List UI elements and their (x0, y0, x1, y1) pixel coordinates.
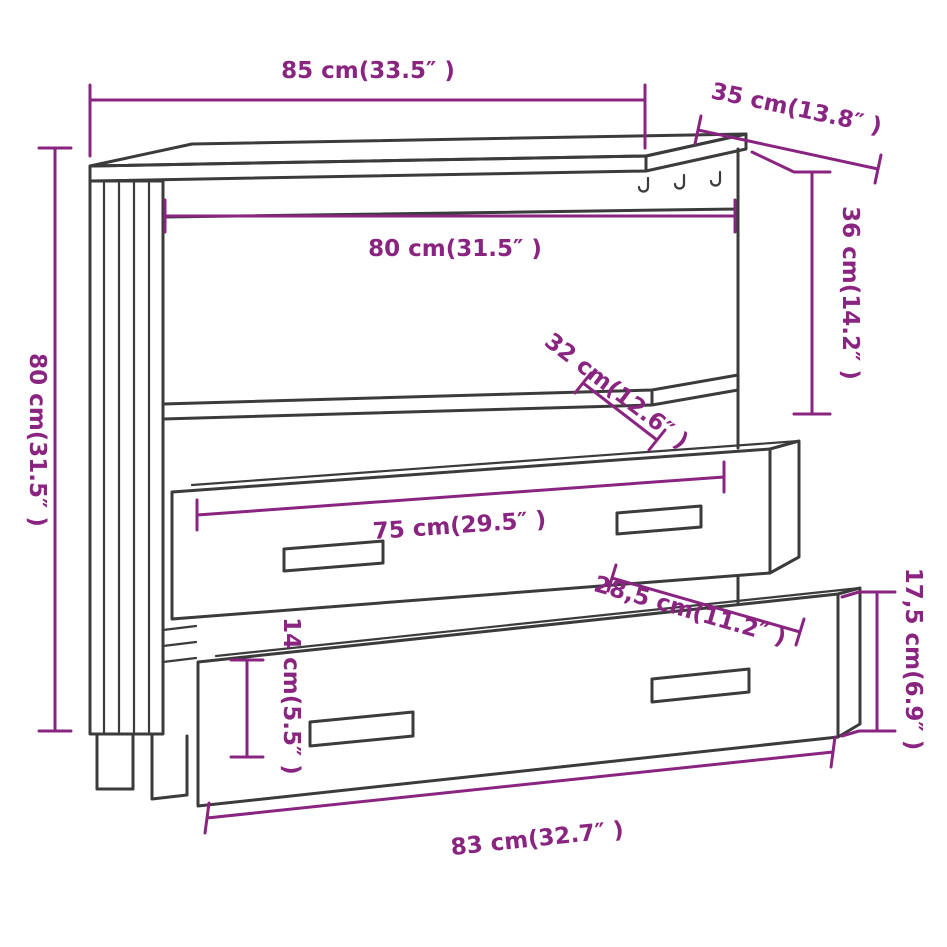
dim-drawer-width-lines (195, 460, 726, 532)
dim-top-depth-label: 35 cm(13.8″ ) (709, 78, 884, 140)
bottom-drawer-right-side (836, 586, 862, 739)
top-board-right-face (644, 132, 748, 173)
dim-drawer-front-height-label: 14 cm(5.5″ ) (278, 617, 304, 775)
dim-bottom-width-lines (203, 735, 837, 835)
bottom-drawer-right-handle (650, 667, 751, 704)
dim-inner-width-lines (163, 198, 737, 234)
bottom-drawer (196, 586, 862, 808)
dim-top-depth-lines (693, 114, 883, 185)
middle-drawer (170, 439, 801, 621)
top-board-front-face (88, 154, 648, 183)
compartment-shelf (161, 373, 740, 421)
dim-compartment-height-label: 36 cm(14.2″ ) (837, 206, 863, 380)
dim-drawer-front-height-lines (229, 658, 265, 759)
middle-drawer-right-side (768, 439, 801, 575)
dim-top-width-label: 85 cm(33.5″ ) (281, 58, 455, 84)
left-side-panel (88, 179, 165, 736)
dim-drawer-depth-lines (606, 563, 806, 647)
dim-drawer-side-height-lines (840, 590, 897, 738)
dim-compartment-height-lines (750, 150, 832, 416)
drawer-rails (161, 624, 198, 664)
dim-drawer-width-label: 75 cm(29.5″ ) (372, 507, 547, 545)
left-panel-outline (88, 179, 165, 736)
dim-drawer-depth-label: 28,5 cm(11.2″ ) (591, 571, 789, 651)
middle-drawer-inner-edge (190, 439, 801, 487)
dim-shelf-depth-lines (573, 371, 667, 452)
dim-compartment-height: 36 cm(14.2″ ) (750, 150, 863, 416)
bottom-drawer-left-handle (308, 710, 415, 748)
dim-top-width: 85 cm(33.5″ ) (88, 58, 647, 158)
dim-top-width-lines (88, 83, 647, 158)
cabinet-top-board (88, 132, 748, 183)
dim-top-depth: 35 cm(13.8″ ) (693, 78, 884, 185)
middle-drawer-right-handle (615, 504, 703, 536)
dim-drawer-front-height: 14 cm(5.5″ ) (229, 617, 304, 775)
dim-inner-width: 80 cm(31.5″ ) (163, 198, 737, 262)
middle-drawer-left-handle (282, 539, 385, 573)
dim-drawer-side-height-label: 17,5 cm(6.9″ ) (900, 568, 926, 750)
dim-bottom-width-label: 83 cm(32.7″ ) (450, 817, 625, 861)
dim-inner-width-label: 80 cm(31.5″ ) (368, 236, 542, 262)
dim-overall-height-label: 80 cm(31.5″ ) (24, 353, 50, 527)
left-panel-slats (102, 181, 151, 734)
dim-overall-height: 80 cm(31.5″ ) (24, 146, 73, 733)
bottom-drawer-inner-edge (214, 586, 862, 658)
cabinet-legs (95, 732, 189, 801)
cabinet-line-art (88, 132, 862, 808)
hanging-hooks-icon (637, 170, 722, 193)
dim-overall-height-lines (37, 146, 73, 733)
dim-drawer-side-height: 17,5 cm(6.9″ ) (840, 568, 926, 750)
